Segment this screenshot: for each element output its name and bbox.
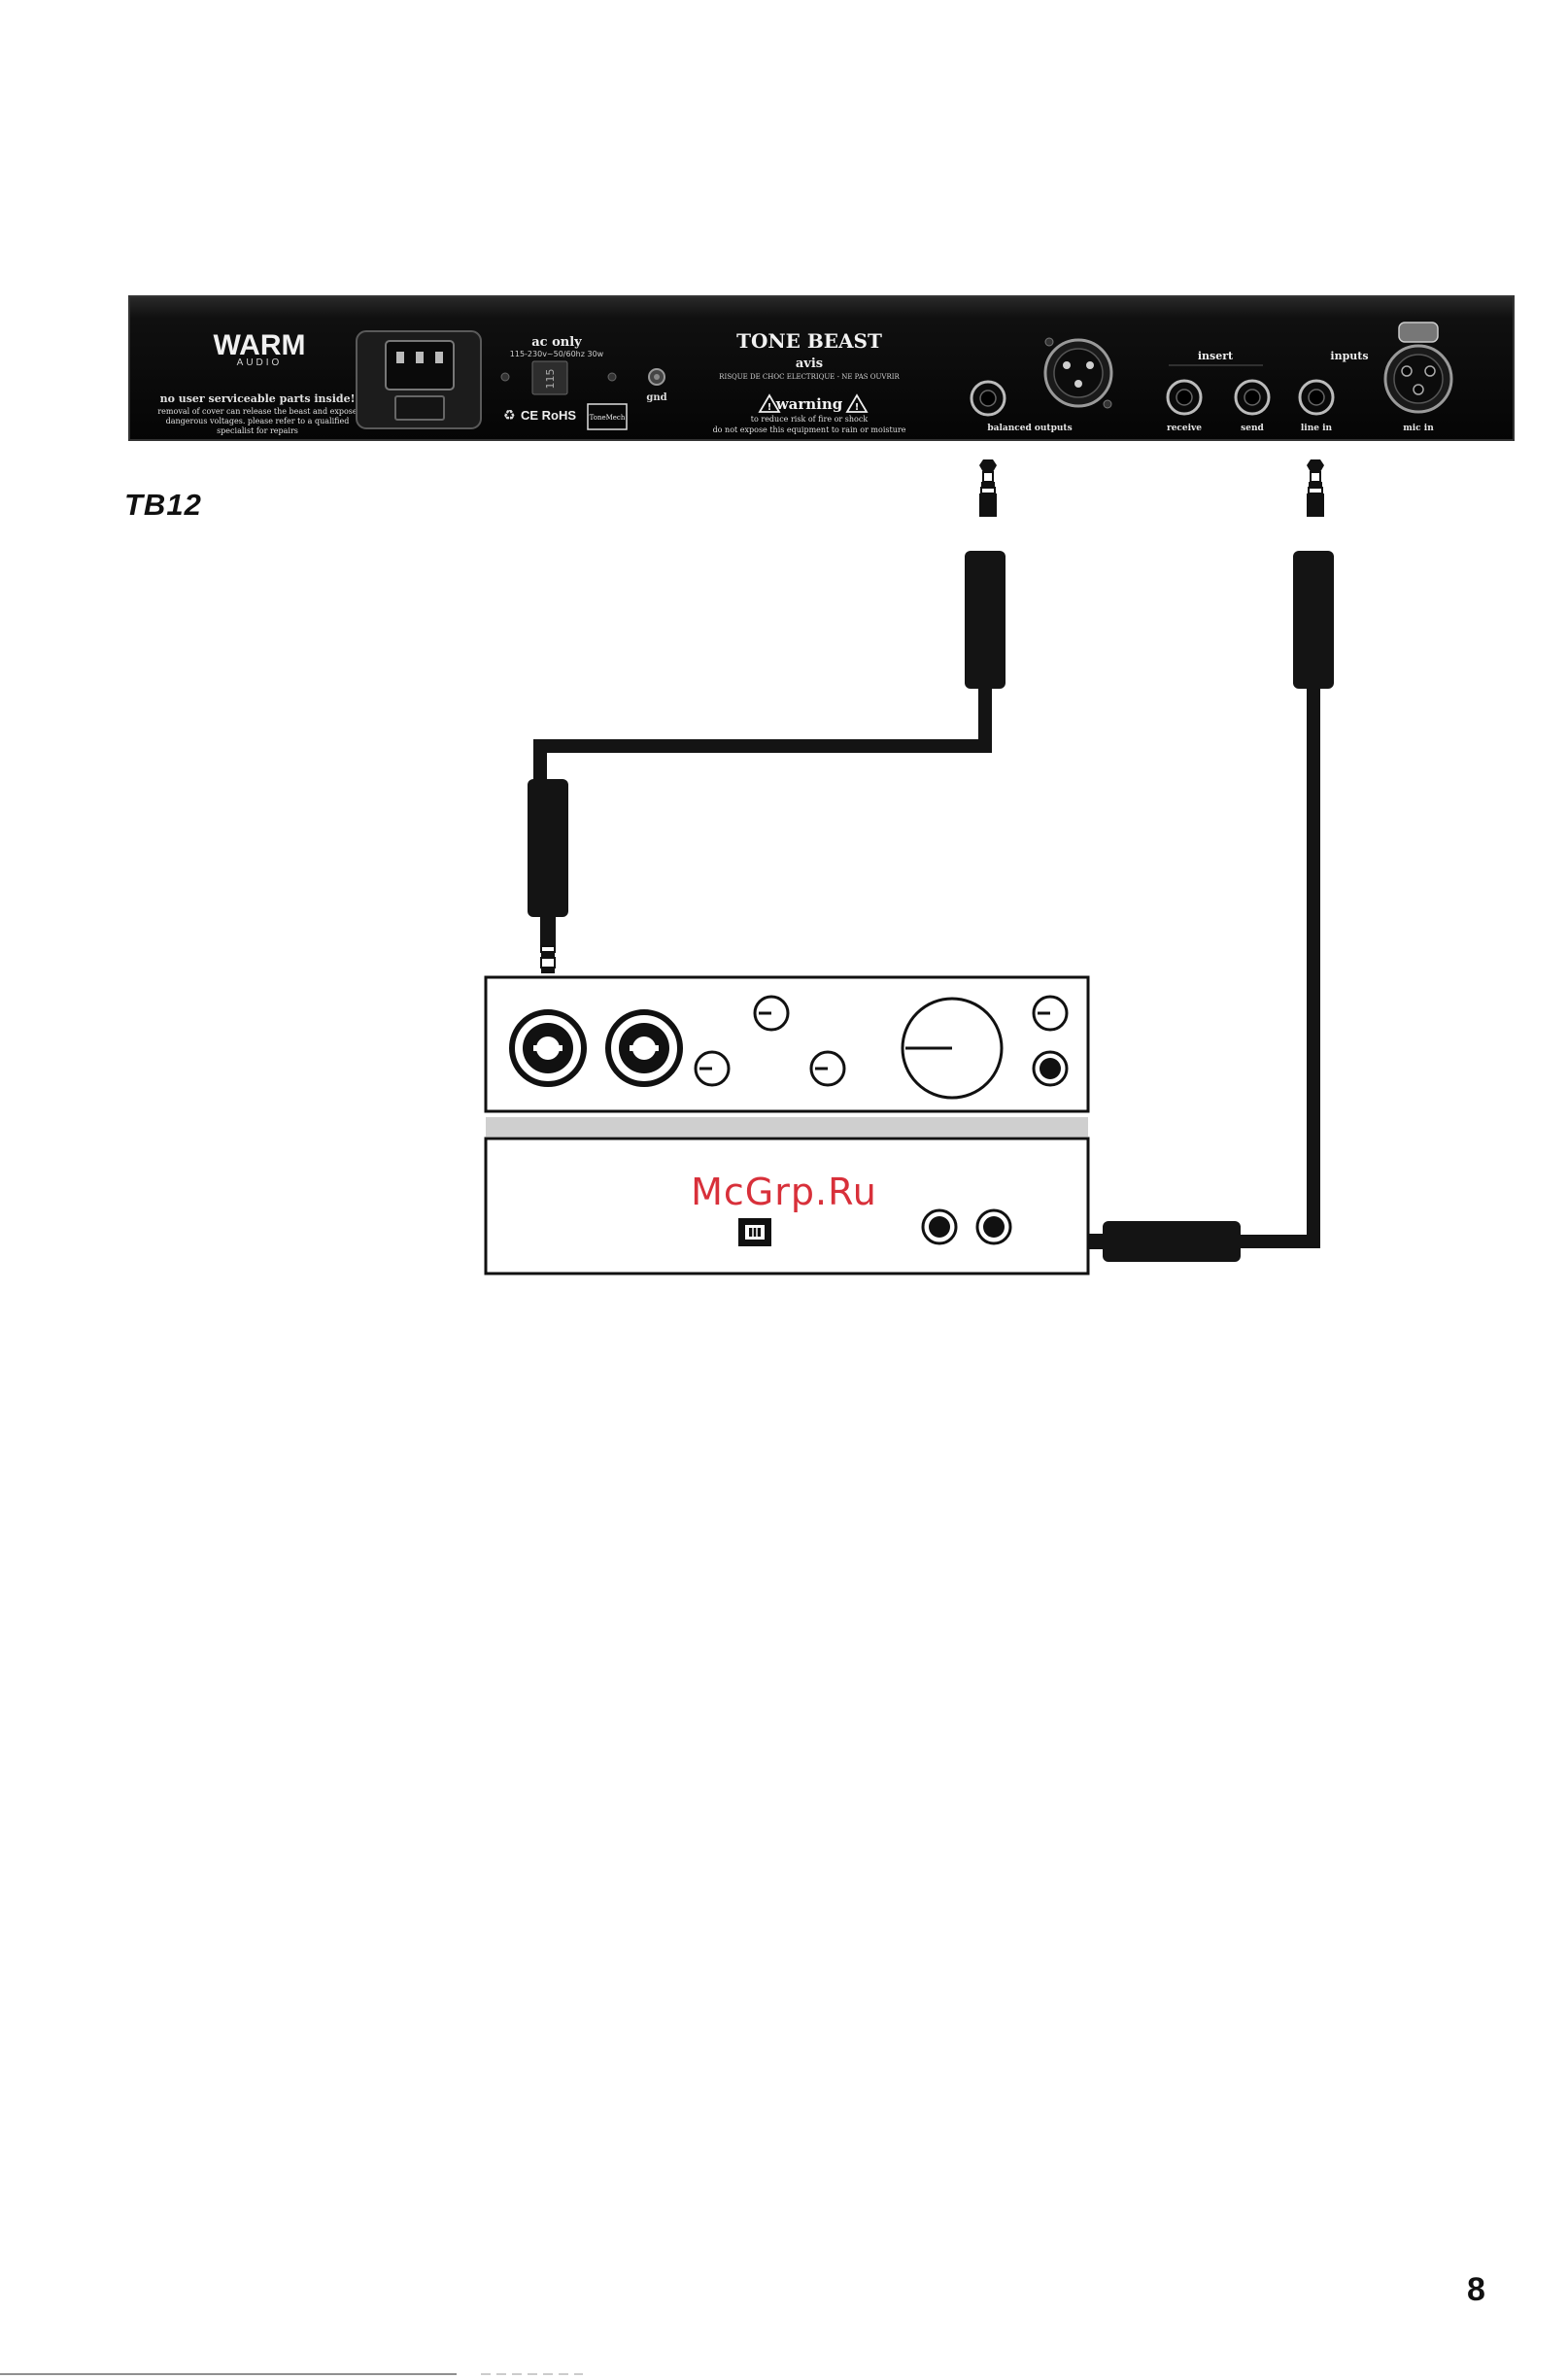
- tonemech-badge-text: ToneMech: [590, 414, 626, 422]
- warning-line-2: do not expose this equipment to rain or …: [713, 425, 906, 434]
- warning-triangle-icon: !: [845, 393, 869, 413]
- model-label: TB12: [124, 488, 202, 522]
- voltage-switch-value: 115: [544, 369, 557, 390]
- balanced-output-jack: [970, 380, 1006, 417]
- tb12-rear-panel: WARM AUDIO no user serviceable parts ins…: [128, 295, 1515, 441]
- safety-line-3: specialist for repairs: [217, 426, 298, 435]
- mix-knob-icon: [809, 1050, 846, 1087]
- headphone-knob-icon: [1032, 995, 1069, 1032]
- line-in-label: line in: [1301, 424, 1333, 433]
- warning-line-1: to reduce risk of fire or shock: [751, 415, 869, 424]
- page-number: 8: [1467, 2271, 1485, 2308]
- output-jack-left: [921, 1208, 958, 1245]
- receive-label: receive: [1167, 424, 1202, 433]
- line-in-jack: [1298, 379, 1335, 416]
- gain-knob-icon: [694, 1050, 731, 1087]
- gain-knob-icon: [753, 995, 790, 1032]
- warning-triangle-icon: !: [758, 393, 781, 413]
- weee-bin-icon: ♻: [503, 408, 516, 424]
- combo-input-1: [509, 1009, 587, 1087]
- voltage-switch: [531, 360, 568, 395]
- screw-icon: [607, 372, 617, 382]
- avis-label: avis: [796, 357, 823, 371]
- send-label: send: [1241, 424, 1264, 433]
- insert-send-jack: [1234, 379, 1271, 416]
- interface-rear-panel: [484, 1137, 1090, 1275]
- ac-only-label: ac only: [531, 335, 582, 350]
- mic-in-label: mic in: [1403, 424, 1434, 433]
- warm-logo: WARM: [214, 329, 306, 361]
- headphone-jack-icon: [1032, 1050, 1069, 1087]
- ground-post: [648, 368, 665, 386]
- svg-text:!: !: [855, 402, 860, 413]
- safety-heading: no user serviceable parts inside!: [160, 392, 356, 405]
- iec-power-inlet: [356, 330, 482, 429]
- screw-icon: [500, 372, 510, 382]
- insert-receive-jack: [1166, 379, 1203, 416]
- svg-text:!: !: [767, 402, 772, 413]
- usb-port-icon: [738, 1218, 771, 1246]
- xlr-mic-input-connector: [1383, 322, 1453, 414]
- safety-line-2: dangerous voltages. please refer to a qu…: [166, 417, 350, 425]
- safety-line-1: removal of cover can release the beast a…: [157, 407, 358, 416]
- watermark: McGrp.Ru: [691, 1171, 877, 1213]
- output-cable: [528, 459, 1006, 993]
- balanced-outputs-label: balanced outputs: [987, 424, 1072, 433]
- tonemech-badge: [587, 403, 628, 430]
- certification-marks: CE RoHS: [521, 408, 576, 423]
- combo-input-2: [605, 1009, 683, 1087]
- volume-knob-icon: [901, 997, 1004, 1100]
- power-spec-label: 115-230v~50/60hz 30w: [510, 350, 604, 358]
- product-name: TONE BEAST: [736, 329, 882, 353]
- interface-body-gap: [486, 1117, 1088, 1137]
- insert-label: insert: [1198, 350, 1234, 362]
- risque-label: RISQUE DE CHOC ELECTRIQUE - NE PAS OUVRI…: [719, 373, 900, 381]
- audio-interface: [484, 975, 1090, 1275]
- warning-label: warning: [775, 395, 843, 413]
- gnd-label: gnd: [646, 392, 666, 403]
- xlr-output-connector: [1043, 337, 1113, 409]
- audio-logo: AUDIO: [237, 357, 283, 368]
- output-jack-right: [975, 1208, 1012, 1245]
- inputs-label: inputs: [1330, 350, 1368, 362]
